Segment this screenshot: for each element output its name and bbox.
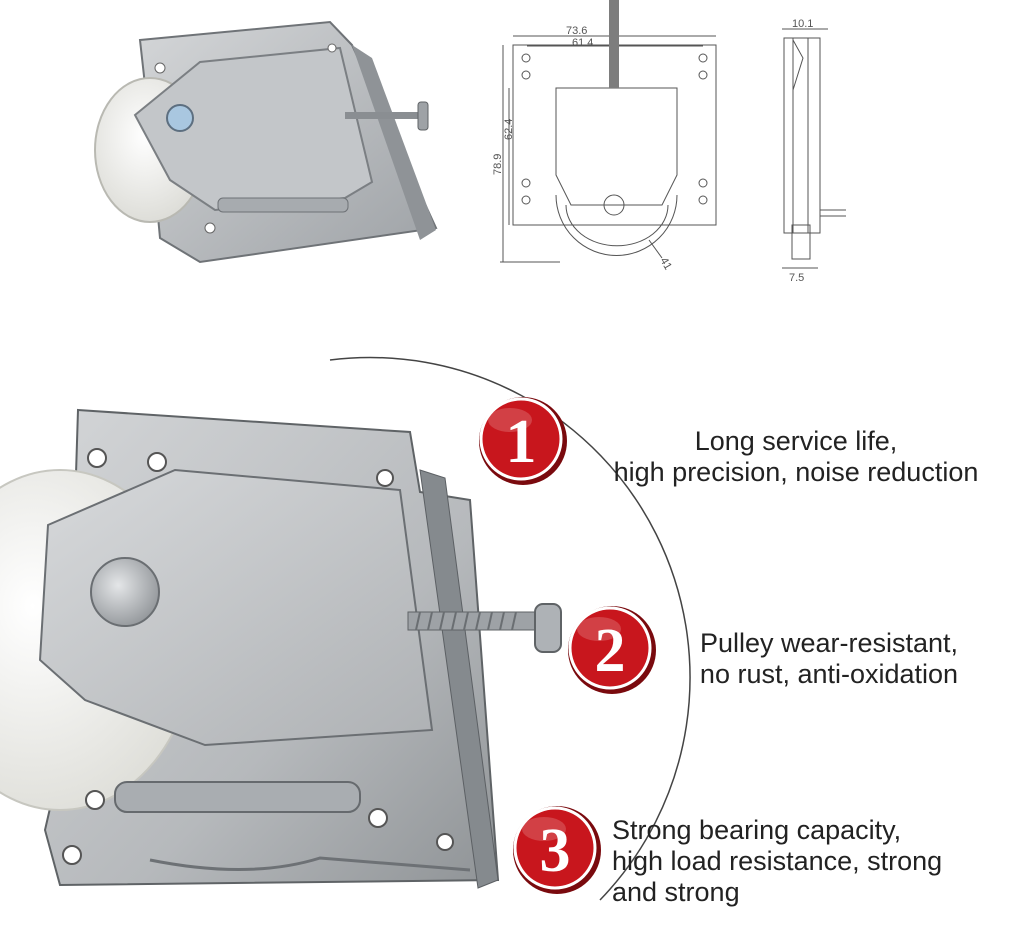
- feature-1-text: Long service life, high precision, noise…: [613, 426, 979, 487]
- dim-wheel: 41: [657, 256, 674, 273]
- dim-side-bottom: 7.5: [789, 272, 804, 284]
- dim-width-outer: 73.6: [566, 25, 587, 37]
- small-pulley-photo: [94, 20, 438, 264]
- dim-side-top: 10.1: [792, 18, 813, 30]
- dim-height-outer: 78.9: [492, 154, 504, 175]
- feature-2-text: Pulley wear-resistant, no rust, anti-oxi…: [699, 628, 959, 689]
- feature-3-text: Strong bearing capacity, high load resis…: [612, 815, 943, 907]
- decorative-arc: [329, 356, 691, 901]
- dim-width-inner: 61.4: [572, 37, 593, 49]
- front-technical-drawing: 73.6 61.4 78.9 62.4 41: [492, 0, 717, 273]
- side-technical-drawing: 10.1 7.5: [782, 18, 846, 284]
- dim-height-inner: 62.4: [503, 119, 515, 140]
